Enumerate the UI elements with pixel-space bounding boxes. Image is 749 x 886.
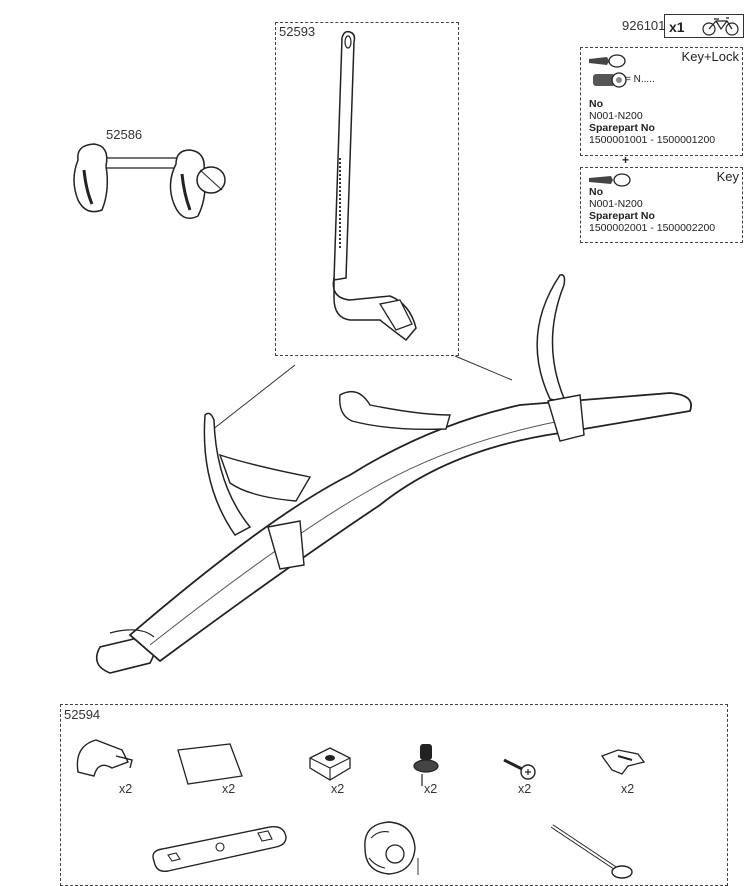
key-title: Key [716, 169, 739, 184]
article-number: 926101 [622, 18, 666, 33]
bicycle-icon [702, 17, 739, 36]
part-number-mount: 52586 [106, 127, 143, 142]
quantity-label: x1 [669, 19, 685, 35]
end-cap-qty: x2 [119, 782, 133, 796]
key-box: Key No N001-N200 Sparepart No 1500002001… [580, 167, 743, 243]
strap-clip-qty: x2 [621, 782, 635, 796]
screw-icon [503, 758, 536, 780]
key-lock-spare-label: Sparepart No [589, 122, 655, 134]
plus-sign: + [622, 153, 630, 167]
carrier-illustration [95, 273, 692, 674]
key-spare-value: 1500002001 - 1500002200 [589, 222, 716, 234]
part-number-bag: 52594 [64, 707, 101, 722]
key-no-label: No [589, 186, 603, 198]
square-nut-qty: x2 [331, 782, 345, 796]
part-number-arm: 52593 [279, 24, 316, 39]
knob-icon [364, 821, 416, 875]
square-nut-icon [309, 747, 351, 781]
key-lock-box: Key+Lock = N..... No N001-N200 Sparepart… [580, 47, 743, 156]
key-spare-label: Sparepart No [589, 210, 655, 222]
pad-icon [177, 743, 243, 785]
wrench-icon [152, 826, 287, 872]
knob-screw-icon [413, 744, 439, 786]
lock-cylinder-icon [593, 72, 627, 88]
screw-qty: x2 [518, 782, 532, 796]
key-lock-title: Key+Lock [681, 49, 739, 64]
equals-label: = N..... [625, 74, 655, 85]
key-lock-no-value: N001-N200 [589, 110, 643, 122]
arm-illustration [332, 30, 417, 342]
arm-part-box [275, 22, 459, 356]
pad-qty: x2 [222, 782, 236, 796]
key-no-value: N001-N200 [589, 198, 643, 210]
key-lock-no-label: No [589, 98, 603, 110]
key-icon-2 [589, 173, 631, 187]
quantity-box: x1 [664, 14, 744, 38]
bolt-icon [550, 824, 633, 879]
key-lock-spare-value: 1500001001 - 1500001200 [589, 134, 716, 146]
mount-illustration [73, 143, 226, 219]
knob-screw-qty: x2 [424, 782, 438, 796]
strap-clip-icon [600, 749, 646, 775]
key-icon [589, 54, 626, 68]
end-cap-icon [76, 739, 133, 777]
